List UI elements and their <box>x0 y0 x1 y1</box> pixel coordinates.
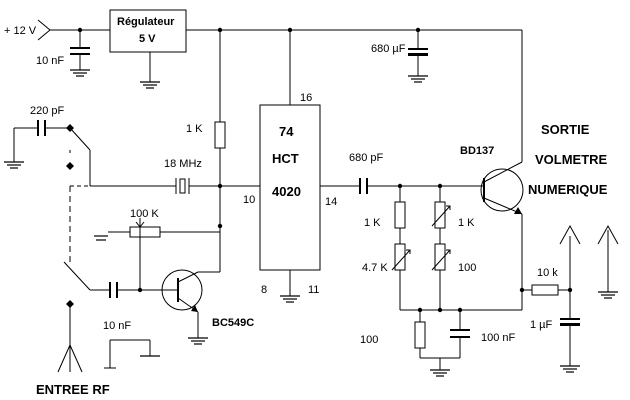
tank-cap-label: 680 µF <box>371 43 406 55</box>
crystal <box>90 178 220 194</box>
ic-pin16: 16 <box>300 92 312 104</box>
output-capacitor <box>559 224 581 373</box>
capacitor-680pf <box>320 178 484 194</box>
ic-pin10: 10 <box>243 194 255 206</box>
bd137-label: BD137 <box>460 145 494 157</box>
ic-pin8: 8 <box>261 284 267 296</box>
crystal-label: 18 MHz <box>164 158 202 170</box>
ic-line2: HCT <box>272 151 299 166</box>
tank-capacitor <box>408 30 428 83</box>
resistor-chain-right <box>431 186 451 310</box>
rf-cap-label: 10 nF <box>103 320 131 332</box>
resistor-10k <box>522 284 570 296</box>
capacitor-220pf <box>4 120 70 169</box>
capacitor-100nf <box>450 310 470 358</box>
ic-line1: 74 <box>279 124 294 139</box>
potentiometer-100k <box>94 218 220 290</box>
output-line1: SORTIE <box>541 122 590 137</box>
supply-label: + 12 V <box>4 25 37 37</box>
input-label: ENTREE RF <box>36 382 110 397</box>
ic-pin11: 11 <box>308 284 319 296</box>
cap-220pf-label: 220 pF <box>30 105 65 117</box>
input-capacitor <box>70 30 90 77</box>
resistor-1k-top <box>214 121 226 149</box>
r-10k-label: 10 k <box>537 267 558 279</box>
r-47k-label: 4.7 K <box>362 262 388 274</box>
r-1k-b-label: 1 K <box>458 217 475 229</box>
output-line2: VOLMETRE <box>535 152 608 167</box>
cap-100nf-label: 100 nF <box>481 332 516 344</box>
regulator <box>109 9 187 89</box>
output-ground-terminal <box>597 224 619 299</box>
r-100-c-label: 100 <box>360 334 378 346</box>
r-1k-a-label: 1 K <box>364 217 381 229</box>
transistor-bd137 <box>480 161 524 310</box>
regulator-label: Régulateur <box>117 16 175 28</box>
bc549c-label: BC549C <box>212 317 254 329</box>
regulator-voltage: 5 V <box>139 33 156 45</box>
input-cap-label: 10 nF <box>36 55 64 67</box>
ic-pin14: 14 <box>325 196 337 208</box>
pot-label: 100 K <box>130 208 159 220</box>
r-100-b-label: 100 <box>458 262 476 274</box>
rf-input <box>57 339 160 373</box>
cap-680pf-label: 680 pF <box>349 152 384 164</box>
ic-line3: 4020 <box>272 184 301 199</box>
resistor-chain-left <box>391 186 411 310</box>
band-switch <box>63 124 91 345</box>
r-1k-top-label: 1 K <box>186 123 203 135</box>
supply-input <box>37 19 110 41</box>
output-line3: NUMERIQUE <box>528 182 608 197</box>
cap-1uf-label: 1 µF <box>530 319 553 331</box>
resistor-100-bottom <box>414 310 460 377</box>
transistor-bc549c <box>90 269 220 345</box>
